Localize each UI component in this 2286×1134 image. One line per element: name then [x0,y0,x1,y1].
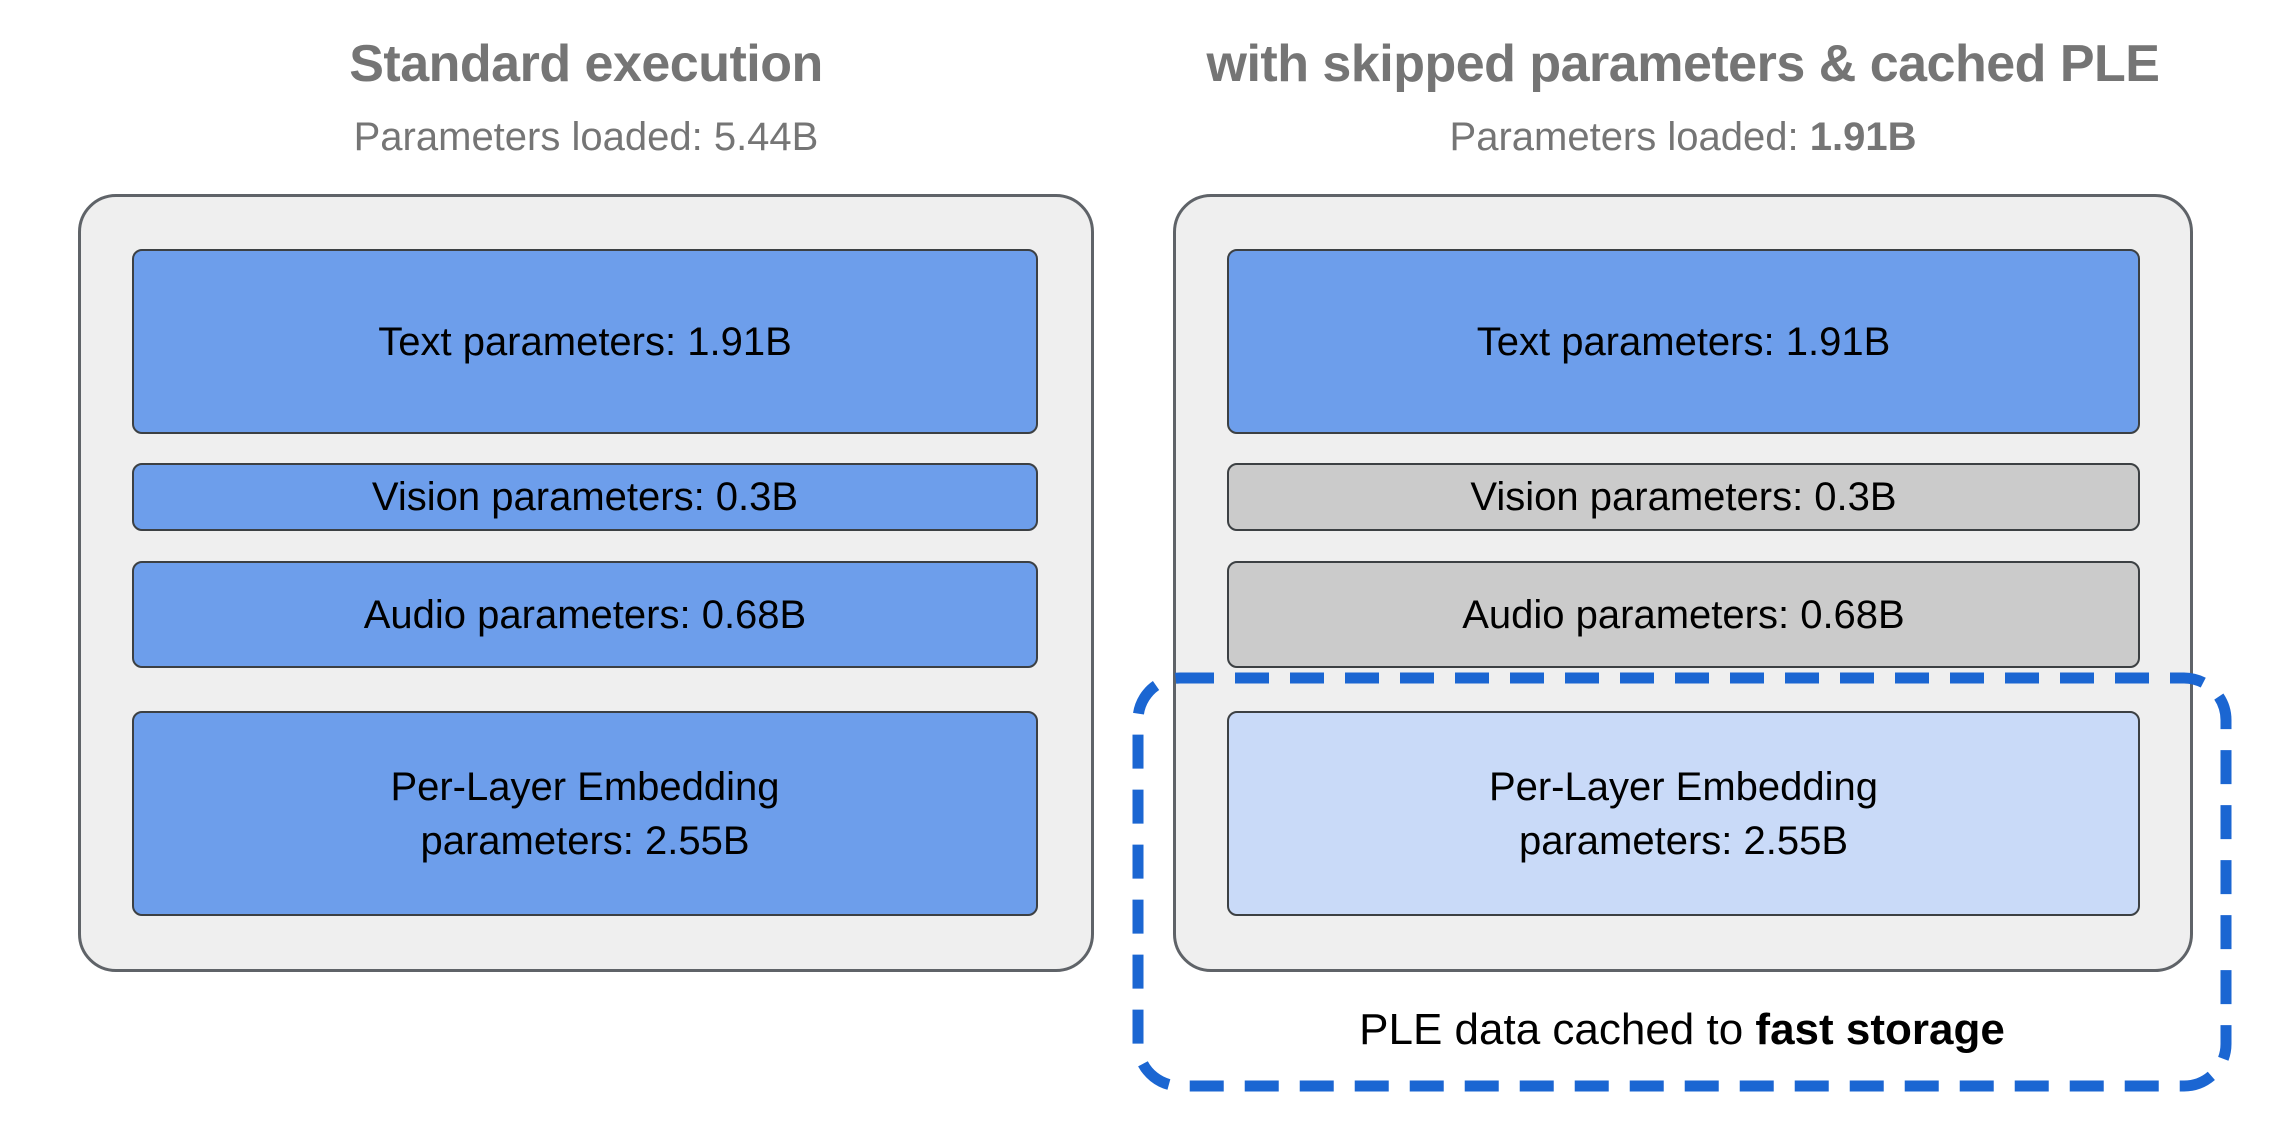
skipped-vision-parameters-box: Vision parameters: 0.3B [1227,463,2140,531]
skipped-text-parameters-box: Text parameters: 1.91B [1227,249,2140,434]
standard-text-parameters-box: Text parameters: 1.91B [132,249,1038,434]
skipped-params-loaded-subtitle: Parameters loaded: 1.91B [1173,114,2193,160]
skipped-audio-parameters-box: Audio parameters: 0.68B [1227,561,2140,668]
skipped-params-loaded-prefix: Parameters loaded: [1449,115,1810,159]
cached-ple-parameters-label-line2: parameters: 2.55B [1518,818,1849,863]
skipped-cached-panel: with skipped parameters & cached PLE Par… [1173,0,2193,1134]
standard-params-loaded-subtitle: Parameters loaded: 5.44B [353,115,819,159]
skipped-audio-parameters-label: Audio parameters: 0.68B [1462,592,1905,637]
skipped-vision-parameters-label: Vision parameters: 0.3B [1470,475,1897,519]
standard-vision-parameters-box: Vision parameters: 0.3B [132,463,1038,531]
skipped-text-parameters-label: Text parameters: 1.91B [1476,319,1891,364]
standard-execution-title: Standard execution [349,35,823,93]
standard-vision-parameters-label: Vision parameters: 0.3B [371,475,799,519]
ple-cache-caption-value: fast storage [1755,1005,2005,1054]
cached-ple-parameters-label-line1: Per-Layer Embedding [1488,764,1879,809]
standard-execution-panel: Standard execution Parameters loaded: 5.… [78,0,1094,1134]
ple-cache-caption: PLE data cached to fast storage [1138,1005,2226,1054]
ple-cache-caption-prefix: PLE data cached to [1359,1005,1756,1054]
standard-ple-parameters-label-line2: parameters: 2.55B [420,818,750,863]
standard-ple-parameters-box: Per-Layer Embedding parameters: 2.55B [132,711,1038,916]
standard-text-parameters-label: Text parameters: 1.91B [378,319,792,364]
standard-ple-parameters-label-line1: Per-Layer Embedding [390,764,780,809]
skipped-params-loaded-value: 1.91B [1809,115,1917,159]
standard-audio-parameters-label: Audio parameters: 0.68B [363,592,807,637]
standard-audio-parameters-box: Audio parameters: 0.68B [132,561,1038,668]
cached-ple-parameters-box: Per-Layer Embedding parameters: 2.55B [1227,711,2140,916]
skipped-model-container: Text parameters: 1.91B Vision parameters… [1173,194,2193,972]
standard-model-container: Text parameters: 1.91B Vision parameters… [78,194,1094,972]
skipped-cached-title: with skipped parameters & cached PLE [1206,35,2161,93]
